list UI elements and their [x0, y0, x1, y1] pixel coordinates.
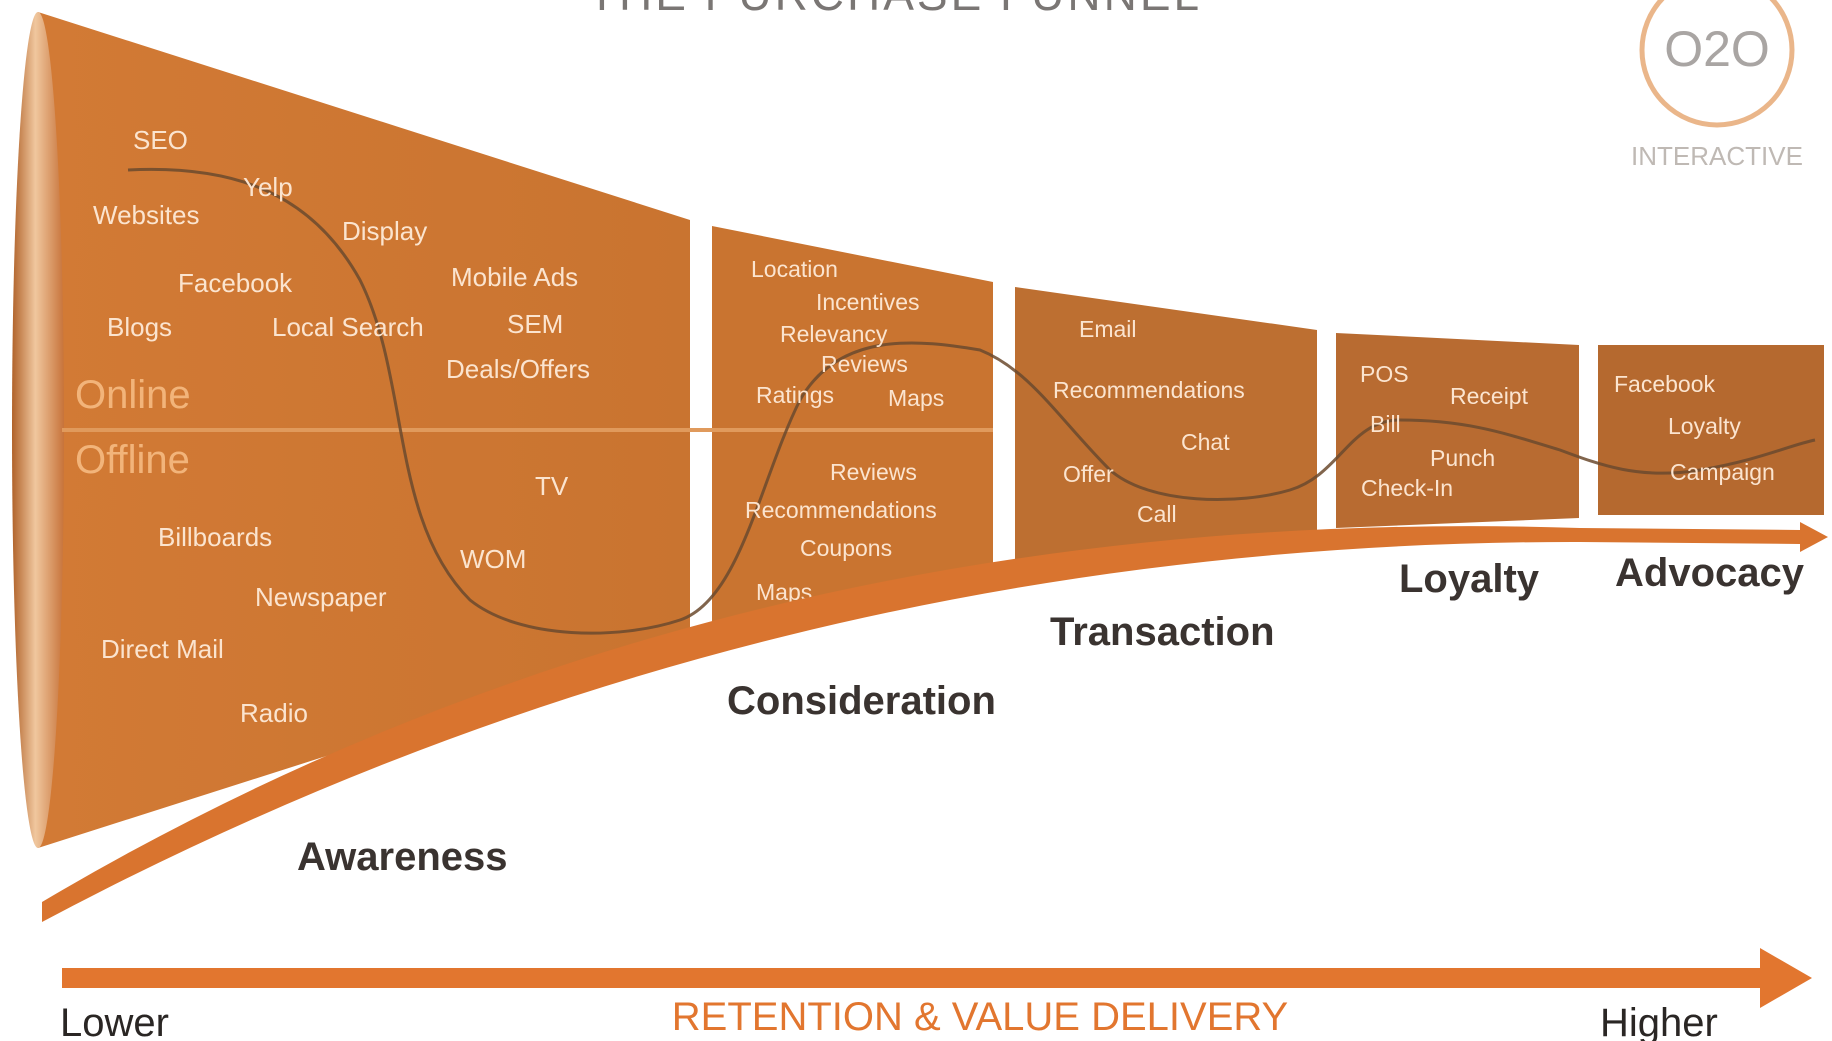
funnel-segment-transaction — [1015, 287, 1317, 572]
consideration-offline-item: Coupons — [800, 535, 892, 561]
awareness-offline-item: WOM — [460, 544, 526, 574]
funnel-segment-loyalty — [1336, 333, 1579, 528]
consideration-online-item: Reviews — [821, 351, 908, 377]
consideration-offline-item: Recommendations — [745, 497, 937, 523]
awareness-online-item: SEM — [507, 309, 563, 339]
retention-axis-bar — [62, 968, 1762, 988]
funnel-mouth — [12, 12, 64, 848]
awareness-online-item: Deals/Offers — [446, 354, 590, 384]
loyalty-item: Receipt — [1450, 383, 1529, 409]
o2o-logo: O2O INTERACTIVE — [1631, 0, 1803, 171]
label-offline: Offline — [75, 438, 190, 482]
awareness-online-item: Local Search — [272, 312, 424, 342]
awareness-online-item: Blogs — [107, 312, 172, 342]
logo-circle-icon — [1639, 0, 1795, 128]
loyalty-item: Check-In — [1361, 475, 1453, 501]
transaction-item: Chat — [1181, 429, 1230, 455]
axis-label-lower: Lower — [60, 1001, 169, 1041]
transaction-item: Email — [1079, 316, 1137, 342]
customer-journey-curve — [127, 167, 1816, 635]
awareness-offline-item: Billboards — [158, 522, 272, 552]
axis-label-retention: RETENTION & VALUE DELIVERY — [672, 995, 1288, 1039]
growth-swoosh — [42, 526, 1800, 922]
awareness-online-item: Facebook — [178, 268, 293, 298]
loyalty-item: POS — [1360, 361, 1409, 387]
awareness-online-item: Websites — [93, 200, 199, 230]
stage-label-transaction: Transaction — [1050, 610, 1275, 654]
logo-subtitle: INTERACTIVE — [1631, 141, 1803, 171]
logo-mark: O2O — [1664, 21, 1770, 77]
transaction-item: Offer — [1063, 461, 1114, 487]
transaction-item: Recommendations — [1053, 377, 1245, 403]
transaction-item: Call — [1137, 501, 1177, 527]
advocacy-item: Loyalty — [1668, 413, 1741, 439]
stage-label-awareness: Awareness — [297, 835, 508, 879]
advocacy-item: Facebook — [1614, 371, 1716, 397]
stage-label-loyalty: Loyalty — [1399, 557, 1540, 601]
awareness-online-item: SEO — [133, 125, 188, 155]
retention-axis-arrowhead-icon — [1760, 948, 1812, 1008]
growth-swoosh-arrowhead-icon — [1800, 522, 1828, 552]
axis-label-higher: Higher — [1600, 1001, 1718, 1041]
stage-label-advocacy: Advocacy — [1615, 551, 1805, 595]
consideration-online-item: Ratings — [756, 382, 834, 408]
consideration-offline-item: Reviews — [830, 459, 917, 485]
awareness-online-item: Yelp — [243, 172, 293, 202]
consideration-online-item: Incentives — [816, 289, 920, 315]
consideration-online-item: Maps — [888, 385, 944, 411]
diagram-title: THE PURCHASE FUNNEL — [588, 0, 1202, 20]
awareness-offline-item: Radio — [240, 698, 308, 728]
label-online: Online — [75, 373, 191, 417]
consideration-online-item: Location — [751, 256, 838, 282]
advocacy-item: Campaign — [1670, 459, 1775, 485]
awareness-online-item: Mobile Ads — [451, 262, 578, 292]
awareness-offline-item: Direct Mail — [101, 634, 224, 664]
consideration-online-item: Relevancy — [780, 321, 888, 347]
awareness-online-item: Display — [342, 216, 427, 246]
loyalty-item: Bill — [1370, 411, 1401, 437]
stage-label-consideration: Consideration — [727, 679, 996, 723]
awareness-offline-item: TV — [535, 471, 569, 501]
awareness-offline-item: Newspaper — [255, 582, 387, 612]
funnel-segment-advocacy — [1598, 345, 1824, 515]
loyalty-item: Punch — [1430, 445, 1495, 471]
